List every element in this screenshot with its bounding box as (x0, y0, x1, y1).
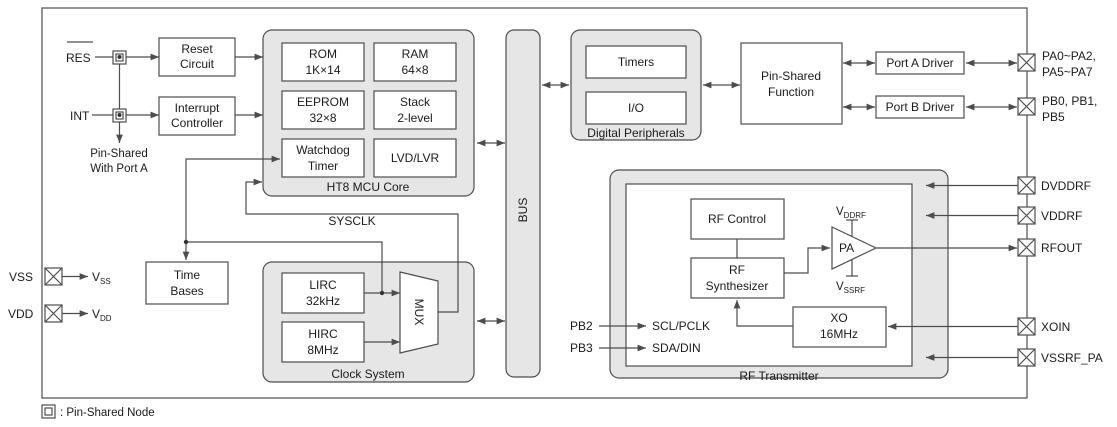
xoin-pin-label: XOIN (1041, 320, 1070, 334)
pa-pad (1017, 53, 1036, 72)
interrupt-controller-l1: Interrupt (175, 101, 220, 115)
vdd-pad (44, 304, 63, 323)
legend-label: : Pin-Shared Node (60, 407, 155, 419)
chip-outline (41, 7, 1028, 399)
timers-block (585, 45, 687, 79)
mcu-core-label: HT8 MCU Core (327, 180, 410, 194)
lvd-lvr-block (373, 138, 457, 178)
vddrf-pad (1017, 206, 1036, 225)
xoin-pad (1017, 317, 1036, 336)
vss-pad (44, 267, 63, 286)
dvddrf-pad (1017, 176, 1036, 195)
xo-block (792, 306, 887, 348)
io-label: I/O (628, 101, 644, 115)
watchdog-timer-block (281, 138, 365, 178)
pin-shared-function-l1: Pin-Shared (761, 69, 821, 83)
lvd-lvr-label: LVD/LVR (391, 151, 440, 165)
int-pin-label: INT (70, 109, 90, 123)
pin-shared-note-l1: Pin-Shared (90, 148, 148, 160)
lirc-l1: LIRC (309, 278, 337, 292)
rfout-pad (1017, 238, 1036, 257)
pa-label: PA (839, 241, 854, 255)
sysclk-label: SYSCLK (328, 214, 375, 228)
mux-label: MUX (412, 299, 426, 326)
ram-block (373, 42, 457, 82)
clock-system-label: Clock System (331, 367, 404, 381)
vddrf-rail-label: VDDRF (836, 206, 866, 220)
bus-label: BUS (516, 198, 530, 223)
pa-amplifier (831, 226, 878, 270)
vdd-pin-label: VDD (8, 307, 34, 321)
dvddrf-pin-label: DVDDRF (1041, 179, 1091, 193)
interrupt-controller-block (158, 96, 236, 136)
stack-block (373, 90, 457, 130)
time-bases-l2: Bases (170, 284, 203, 298)
digital-peripherals-label: Digital Peripherals (587, 126, 684, 140)
pb-pins-label-l2: PB5 (1042, 110, 1065, 124)
vssrf-rail-label: VSSRF (836, 281, 865, 295)
rf-synthesizer-l1: RF (729, 263, 745, 277)
rf-control-block (690, 198, 785, 240)
legend-pin-shared-node (41, 404, 56, 419)
hirc-block (281, 321, 365, 363)
xo-l1: XO (830, 311, 847, 325)
pb-pins-label-l1: PB0, PB1, (1042, 94, 1097, 108)
pa-pins-label-l1: PA0~PA2, (1042, 49, 1096, 63)
pb-pad (1017, 97, 1036, 116)
vssrf-pa-pad (1017, 348, 1036, 367)
hirc-l2: 8MHz (307, 343, 338, 357)
rf-synthesizer-block (690, 257, 785, 299)
rom-l1: ROM (309, 47, 337, 61)
junction-dots (117, 55, 385, 296)
lirc-l2: 32kHz (306, 294, 340, 308)
vddrf-pin-label: VDDRF (1041, 209, 1082, 223)
stack-l2: 2-level (397, 111, 432, 125)
vss-pin-label: VSS (9, 270, 33, 284)
xo-l2: 16MHz (820, 327, 858, 341)
scl-pclk-label: SCL/PCLK (652, 319, 710, 333)
eeprom-l2: 32×8 (309, 111, 336, 125)
hirc-l1: HIRC (308, 327, 338, 341)
reset-circuit-l1: Reset (181, 42, 213, 56)
watchdog-timer-l2: Timer (308, 159, 338, 173)
vdd-rail-label: VDD (92, 307, 112, 323)
port-b-driver-block (875, 95, 965, 119)
eeprom-block (281, 90, 365, 130)
port-a-driver-block (875, 51, 965, 75)
pin-shared-function-block (740, 42, 843, 125)
vssrf-pa-pin-label: VSSRF_PA (1041, 351, 1103, 365)
rom-block (281, 42, 365, 82)
pin-shared-function-l2: Function (768, 85, 814, 99)
res-pin-label: RES (66, 51, 91, 65)
timers-label: Timers (618, 55, 654, 69)
bus-bar (505, 29, 541, 378)
rfout-pin-label: RFOUT (1041, 241, 1083, 255)
ram-l2: 64×8 (401, 63, 428, 77)
rf-transmitter-label: RF Transmitter (739, 369, 818, 383)
ram-l1: RAM (402, 47, 429, 61)
pa-pins-label-l2: PA5~PA7 (1042, 65, 1093, 79)
rf-control-label: RF Control (708, 212, 766, 226)
vss-rail-label: VSS (92, 270, 111, 286)
pb3-label: PB3 (570, 341, 593, 355)
port-b-driver-label: Port B Driver (886, 100, 955, 114)
pin-shared-note-l2: With Port A (90, 163, 148, 175)
time-bases-block (145, 261, 229, 305)
stack-l1: Stack (400, 95, 431, 109)
port-a-driver-label: Port A Driver (886, 56, 953, 70)
interrupt-controller-l2: Controller (171, 116, 223, 130)
rf-synthesizer-l2: Synthesizer (706, 279, 769, 293)
io-block (585, 91, 687, 125)
eeprom-l1: EEPROM (297, 95, 349, 109)
time-bases-l1: Time (174, 268, 201, 282)
rom-l2: 1K×14 (305, 63, 340, 77)
sda-din-label: SDA/DIN (652, 341, 701, 355)
pb2-label: PB2 (570, 319, 593, 333)
reset-circuit-l2: Circuit (180, 57, 215, 71)
watchdog-timer-l1: Watchdog (296, 143, 350, 157)
connection-lines (62, 53, 1018, 361)
reset-circuit-block (158, 37, 236, 77)
mux-block (399, 271, 439, 354)
